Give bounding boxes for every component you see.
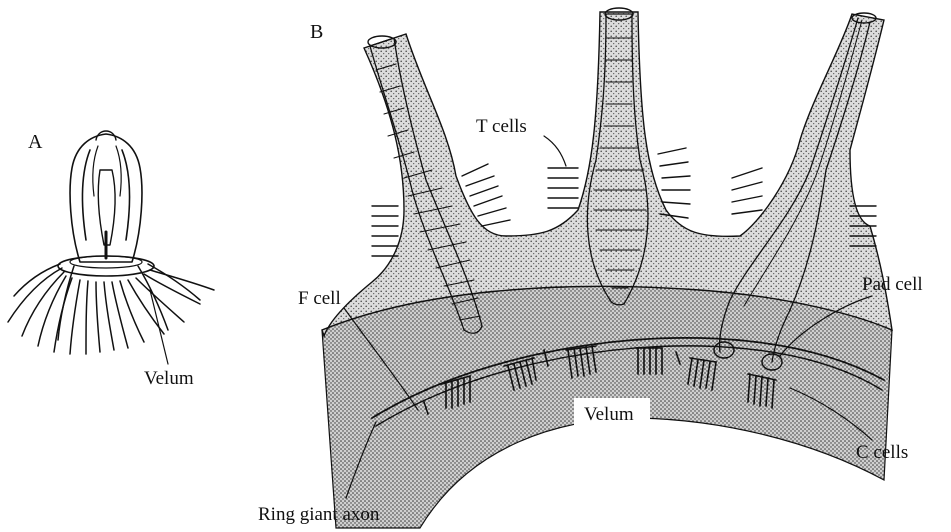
panel-a-letter: A (28, 131, 43, 153)
label-velum-b: Velum (584, 404, 634, 425)
panel-b-letter: B (310, 21, 323, 43)
label-pad-cell: Pad cell (862, 274, 923, 295)
leader-velum-a (150, 290, 168, 364)
label-velum-a: Velum (144, 368, 194, 389)
label-ring-giant-axon: Ring giant axon (258, 504, 380, 525)
leader-t-cells (544, 136, 566, 166)
label-f-cell: F cell (298, 288, 341, 309)
label-c-cells: C cells (856, 442, 908, 463)
label-t-cells: T cells (476, 116, 527, 137)
medusa-tentacles (8, 264, 214, 354)
panel-b-tentacle-base: B (258, 8, 923, 528)
panel-a-medusa: A (8, 131, 214, 389)
